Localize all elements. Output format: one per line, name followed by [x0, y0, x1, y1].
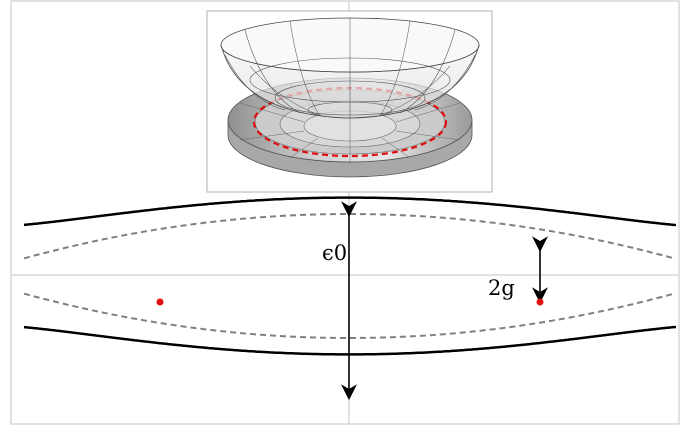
upper-surface [220, 17, 480, 119]
upper-band-curve [23, 196, 677, 227]
bare-dispersion-dashed-1 [23, 292, 677, 339]
bare-dispersion-dashed-2 [23, 213, 677, 260]
lower-band-max-point-right [536, 298, 544, 306]
plot-frame [10, 0, 680, 425]
lower-band-curve [23, 325, 677, 356]
epsilon-gap-label: ϵ0 [322, 241, 347, 265]
lower-band-max-point-left [156, 298, 164, 306]
hybridization-gap-label: 2g [488, 276, 515, 300]
inset-3d-surface [206, 10, 493, 193]
